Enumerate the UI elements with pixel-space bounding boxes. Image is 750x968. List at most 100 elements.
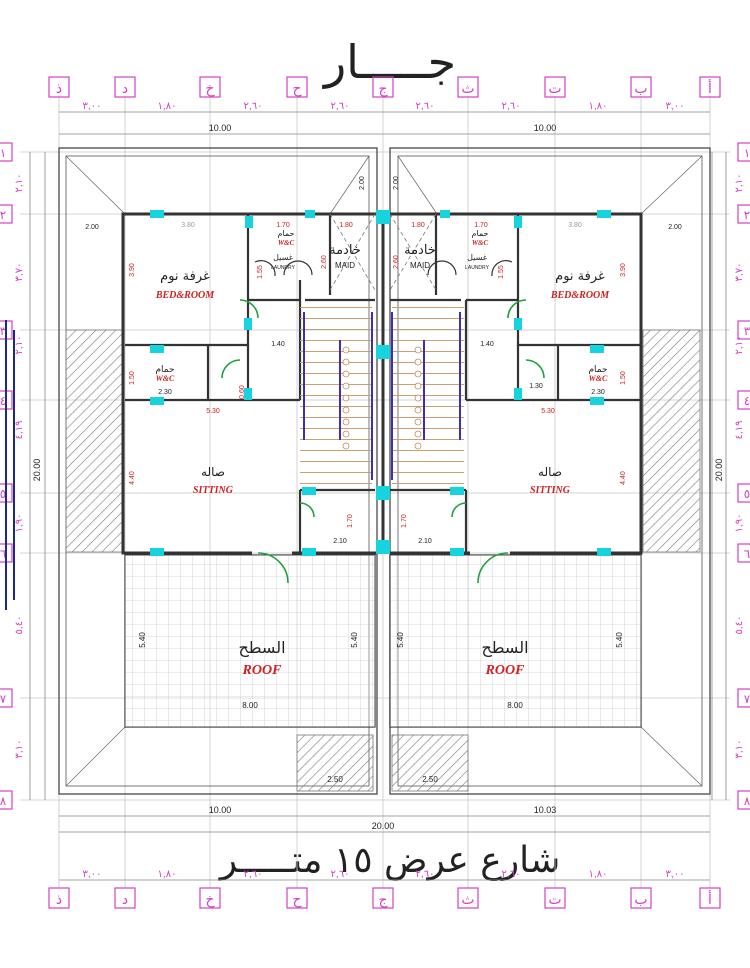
dim-maid-left: 1.80 <box>339 222 353 229</box>
dim-bedroom-width-left: 3.80 <box>181 222 195 229</box>
hatched-court-right <box>642 329 701 553</box>
axis-dim-right: ٣,٧٠ <box>734 263 745 282</box>
dim-sitting-depth-right: 4.40 <box>620 471 627 485</box>
hatched-court-bottom-right <box>391 734 469 792</box>
roof-depth-r1: 5.40 <box>396 632 405 648</box>
dim-entry-depth-left: 1.70 <box>347 514 354 528</box>
wc-top-ar-right: حمام <box>472 229 489 238</box>
dim-laundry-right: 1.55 <box>498 265 505 279</box>
roof-label-ar-left: السطح <box>238 638 285 658</box>
dim-sitting-width-left: 5.30 <box>206 408 220 415</box>
axis-markers-right <box>737 142 750 810</box>
axis-dim-bottom: ٢,٦٠ <box>502 869 521 880</box>
roof-width-left: 8.00 <box>242 701 258 710</box>
stair-core-left <box>300 304 372 490</box>
dim-entry-width-left: 2.10 <box>333 538 347 545</box>
plot-boundary-left <box>58 147 378 795</box>
axis-label-top: خ <box>205 81 215 97</box>
axis-label-top: ذ <box>56 81 62 97</box>
axis-label-bottom: ث <box>461 892 474 908</box>
axis-label-right: ٢ <box>744 208 750 222</box>
axis-label-bottom: ب <box>634 892 647 908</box>
roof-width-right: 8.00 <box>507 701 523 710</box>
axis-label-right: ٥ <box>744 487 750 501</box>
dim-setback-right: 2.00 <box>668 224 682 231</box>
axis-dim-top: ١,٨٠ <box>589 101 608 112</box>
column-markers <box>150 210 611 556</box>
axis-label-right: ٨ <box>744 794 750 808</box>
axis-dim-right: ٤,١٩ <box>734 421 745 440</box>
axis-label-left: ٤ <box>0 394 6 408</box>
axis-dim-right: ٢,١٠ <box>734 174 745 193</box>
roof-depth-l1: 5.40 <box>138 632 147 648</box>
dim-bedroom-width-right: 3.80 <box>568 222 582 229</box>
axis-label-left: ٣ <box>0 324 7 338</box>
roof-depth-l2: 5.40 <box>350 632 359 648</box>
axis-dim-top: ٣,٠٠ <box>666 101 685 112</box>
laundry-label-en-left: LAUNDRY <box>271 265 295 271</box>
axis-dim-top: ١,٨٠ <box>158 101 177 112</box>
axis-label-top: ث <box>461 81 474 97</box>
axis-label-bottom: ت <box>548 892 561 908</box>
bedroom-label-en-left: BED&ROOM <box>155 290 215 301</box>
axis-label-left: ١ <box>0 146 6 160</box>
depth-left: 20.00 <box>32 459 42 482</box>
maid-label-en-right: MAID <box>410 261 430 270</box>
roof-label-ar-right: السطح <box>481 638 528 658</box>
axis-label-right: ٦ <box>744 547 750 561</box>
bedroom-label-ar-right: غرفة نوم <box>555 269 605 284</box>
dim-maid-depth-left: 2.60 <box>321 255 328 269</box>
sitting-label-en-right: SITTING <box>530 485 571 496</box>
axis-dim-bottom: ٣,٠٠ <box>666 869 685 880</box>
axis-label-left: ٢ <box>0 208 6 222</box>
wc-top-en-right: W&C <box>472 239 489 247</box>
bedroom-label-ar-left: غرفة نوم <box>160 269 210 284</box>
wc-top-en-left: W&C <box>278 239 295 247</box>
axis-dim-bottom: ٢,٦٠ <box>331 869 350 880</box>
dim-lobby-right: 1.40 <box>480 341 494 348</box>
dim-front-right: 2.00 <box>393 176 400 190</box>
stair-core-right <box>392 304 464 490</box>
axis-label-right: ٧ <box>744 692 750 706</box>
dim-entry-width-right: 2.10 <box>418 538 432 545</box>
dim-laundry-left: 1.55 <box>257 265 264 279</box>
wc-label-en-left: W&C <box>156 374 175 383</box>
axis-label-bottom: أ <box>708 890 712 908</box>
roof-depth-r2: 5.40 <box>615 632 624 648</box>
roof-label-en-left: ROOF <box>242 663 283 678</box>
axis-dim-right: ٢,١٠ <box>734 336 745 355</box>
axis-dim-left: ٣,٧٠ <box>14 263 25 282</box>
axis-label-bottom: خ <box>205 892 215 908</box>
axis-label-top: د <box>122 81 128 97</box>
axis-label-top: أ <box>708 79 712 97</box>
neighbor-title: جـــــار <box>322 35 456 89</box>
dim-corridor-right: 1.30 <box>529 383 543 390</box>
roof-left <box>124 554 376 728</box>
axis-label-top: ج <box>378 81 388 97</box>
axis-label-left: ٦ <box>0 547 6 561</box>
dim-bedroom-depth-right: 3.90 <box>620 263 627 277</box>
sitting-label-en-left: SITTING <box>193 485 234 496</box>
half-width-bottom-right: 10.03 <box>534 805 557 815</box>
court-width-right: 2.50 <box>422 775 438 784</box>
dim-wc-right: 1.70 <box>474 222 488 229</box>
axis-label-bottom: ج <box>378 892 388 908</box>
axis-label-right: ٤ <box>744 394 750 408</box>
wc-label-ar-left: حمام <box>155 365 174 375</box>
axis-label-right: ١ <box>744 146 750 160</box>
wc-label-ar-right: حمام <box>588 365 607 375</box>
axis-dim-bottom: ١,٨٠ <box>158 869 177 880</box>
axis-dim-bottom: ٢,٦٠ <box>416 869 435 880</box>
hatched-court-bottom-left <box>296 734 374 792</box>
dim-entry-depth-right: 1.70 <box>401 514 408 528</box>
dim-sitting-depth-left: 4.40 <box>129 471 136 485</box>
dim-sitting-width-right: 5.30 <box>541 408 555 415</box>
axis-label-top: ح <box>292 81 302 97</box>
axis-label-left: ٧ <box>0 692 7 706</box>
axis-dim-top: ٣,٠٠ <box>83 101 102 112</box>
dim-door-left: 0.60 <box>239 385 246 399</box>
laundry-label-ar-left: غسيل <box>273 253 293 262</box>
axis-dim-bottom: ١,٨٠ <box>589 869 608 880</box>
plot-boundary-right <box>389 147 711 795</box>
laundry-label-ar-right: غسيل <box>467 253 487 262</box>
